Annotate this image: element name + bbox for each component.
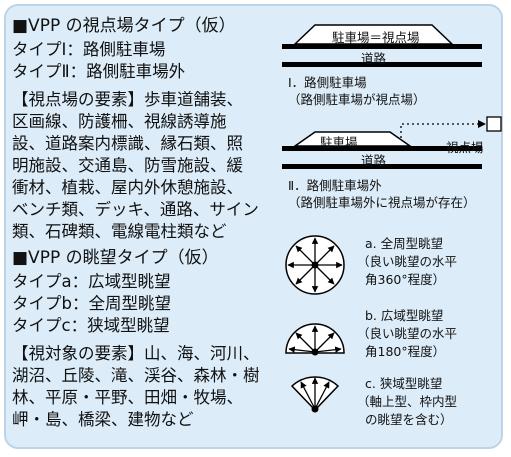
road-label: 道路: [361, 51, 387, 66]
view-a-caption: （良い眺望の水平: [357, 254, 458, 269]
view-b-caption: （良い眺望の水平: [357, 326, 458, 341]
diagram2-caption: Ⅱ．路側駐車場外: [288, 178, 382, 193]
view-c-caption: （軸上型、枠内型: [357, 394, 458, 409]
viewpoint-type-2: タイプⅡ：路側駐車場外: [12, 62, 186, 81]
path-to-viewpoint: [400, 123, 480, 138]
viewpoint-type-1: タイプⅠ：路側駐車場: [12, 40, 166, 59]
diagram1-caption: （路側駐車場が視点場）: [288, 92, 426, 107]
view-b-caption: 角180°程度）: [365, 344, 446, 359]
road-label: 道路: [361, 153, 387, 168]
view-b-icon: [285, 323, 345, 356]
view-c-caption: c. 狭域型眺望: [365, 376, 443, 391]
view-a-caption: 角360°程度）: [365, 272, 446, 287]
view-type-a: タイプa：広域型眺望: [12, 272, 171, 291]
info-card: [4, 4, 503, 449]
arrow-head: [478, 120, 486, 128]
view-elements-line: 岬・島、橋梁、建物など: [12, 410, 194, 429]
road-edge-bottom: [282, 164, 482, 169]
road-edge-top: [282, 44, 482, 49]
road-edge-top: [282, 146, 482, 151]
view-type-b: タイプb：全周型眺望: [12, 294, 171, 313]
viewpoint-elements-line: 区画線、防護柵、視線誘導施: [12, 112, 227, 131]
viewpoint-box-icon: [486, 116, 502, 132]
viewpoint-elements-line: 【視点場の要素】歩車道舗装、: [12, 90, 243, 109]
road-edge-bottom: [282, 62, 482, 67]
view-a-caption: a. 全周型眺望: [365, 236, 444, 251]
parking-viewpoint-label: 駐車場＝視点場: [332, 30, 420, 45]
viewpoint-elements-line: 明施設、交通島、防雪施設、緩: [12, 156, 243, 175]
parking-label: 駐車場: [320, 135, 358, 150]
view-elements-line: 林、平原・平野、田畑・牧場、: [12, 388, 243, 407]
viewpoint-label: 視点場: [446, 140, 484, 155]
view-c-icon: [290, 376, 340, 413]
view-type-heading: ■VPP の眺望タイプ（仮）: [12, 248, 219, 268]
viewpoint-elements-line: 衝材、植栽、屋内外休憩施設、: [12, 178, 243, 197]
viewpoint-elements-line: 設、道路案内標識、縁石類、照: [12, 134, 243, 153]
view-b-caption: b. 広域型眺望: [365, 308, 444, 323]
view-a-icon: [285, 235, 345, 295]
viewpoint-elements-line: ベンチ類、デッキ、通路、サイン: [12, 200, 259, 219]
viewpoint-elements-line: 類、石碑類、電線電柱類など: [12, 222, 227, 241]
view-elements-line: 【視対象の要素】山、海、河川、: [12, 344, 260, 363]
view-type-c: タイプc：狭域型眺望: [12, 316, 170, 335]
diagram2-caption: （路側駐車場外に視点場が存在）: [288, 195, 476, 210]
viewpoint-type-heading: ■VPP の視点場タイプ（仮）: [12, 16, 236, 36]
view-c-caption: の眺望を含む）: [365, 412, 453, 427]
view-elements-line: 湖沼、丘陵、滝、渓谷、森林・樹: [12, 366, 260, 385]
diagram1-caption: Ⅰ．路側駐車場: [288, 75, 367, 90]
